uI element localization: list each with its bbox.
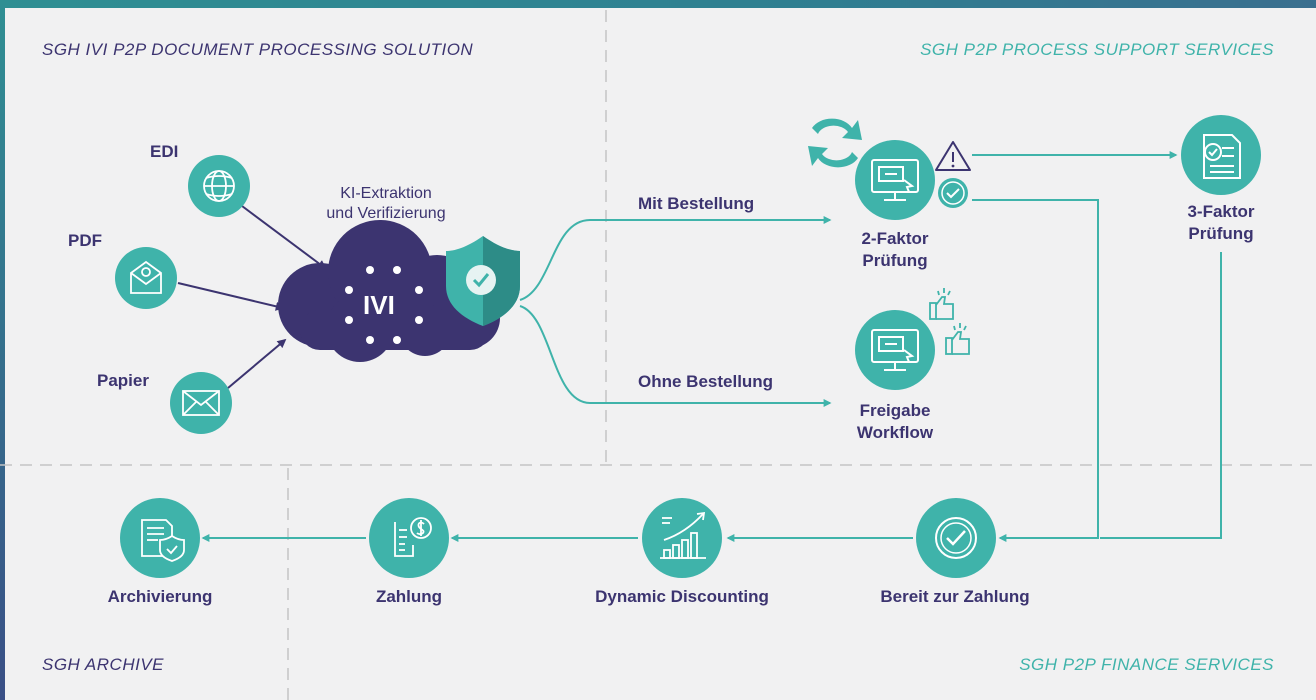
zone-label-finance: SGH P2P FINANCE SERVICES <box>1019 655 1274 674</box>
input-label-pdf: PDF <box>68 231 102 250</box>
archive-shield-icon <box>120 498 200 578</box>
ivi-caption: KI-Extraktion und Verifizierung <box>306 184 466 224</box>
growth-chart-icon <box>642 498 722 578</box>
zone-dividers <box>0 10 1316 700</box>
input-label-paper: Papier <box>97 371 149 390</box>
ivi-caption-line2: und Verifizierung <box>326 205 446 222</box>
node-label-ready-for-payment: Bereit zur Zahlung <box>880 587 1030 606</box>
envelope-icon <box>170 372 232 434</box>
cloud-icon <box>278 220 500 362</box>
three-factor-line2: Prüfung <box>1188 224 1254 243</box>
ivi-caption-line1: KI-Extraktion <box>340 185 432 202</box>
thumbs-up-icon <box>929 288 970 355</box>
two-factor-line1: 2-Faktor <box>861 229 929 248</box>
branch-connectors <box>201 151 1222 542</box>
ivi-logo-text: IVI <box>363 290 395 320</box>
warning-icon <box>935 141 971 171</box>
shield-check-icon <box>446 236 520 326</box>
globe-icon <box>188 155 250 217</box>
node-label-two-factor: 2-Faktor Prüfung <box>835 228 955 272</box>
monitor-icon <box>855 310 935 390</box>
zone-label-ivi-solution: SGH IVI P2P DOCUMENT PROCESSING SOLUTION <box>42 40 474 59</box>
input-label-edi: EDI <box>150 142 179 161</box>
refresh-icon <box>808 118 862 168</box>
input-connectors <box>177 205 327 389</box>
branch-label-without-order: Ohne Bestellung <box>638 372 774 391</box>
top-accent-bar <box>0 0 1316 8</box>
two-factor-line2: Prüfung <box>862 251 928 270</box>
release-line1: Freigabe <box>859 401 931 420</box>
check-circle-icon <box>916 498 996 578</box>
receipt-dollar-icon <box>369 498 449 578</box>
zone-label-archive: SGH ARCHIVE <box>42 655 165 674</box>
node-label-dynamic-discounting: Dynamic Discounting <box>595 587 769 606</box>
node-label-archiving: Archivierung <box>107 587 213 606</box>
zone-label-process-support: SGH P2P PROCESS SUPPORT SERVICES <box>920 40 1274 59</box>
node-label-three-factor: 3-Faktor Prüfung <box>1161 201 1281 245</box>
branch-label-with-order: Mit Bestellung <box>638 194 755 213</box>
email-icon <box>115 247 177 309</box>
release-line2: Workflow <box>856 423 934 442</box>
monitor-icon <box>855 140 935 220</box>
three-factor-line1: 3-Faktor <box>1187 202 1255 221</box>
node-label-release-workflow: Freigabe Workflow <box>835 400 955 444</box>
node-label-payment: Zahlung <box>375 587 443 606</box>
check-badge-icon <box>938 178 968 208</box>
left-accent-bar <box>0 0 5 700</box>
checklist-icon <box>1181 115 1261 195</box>
